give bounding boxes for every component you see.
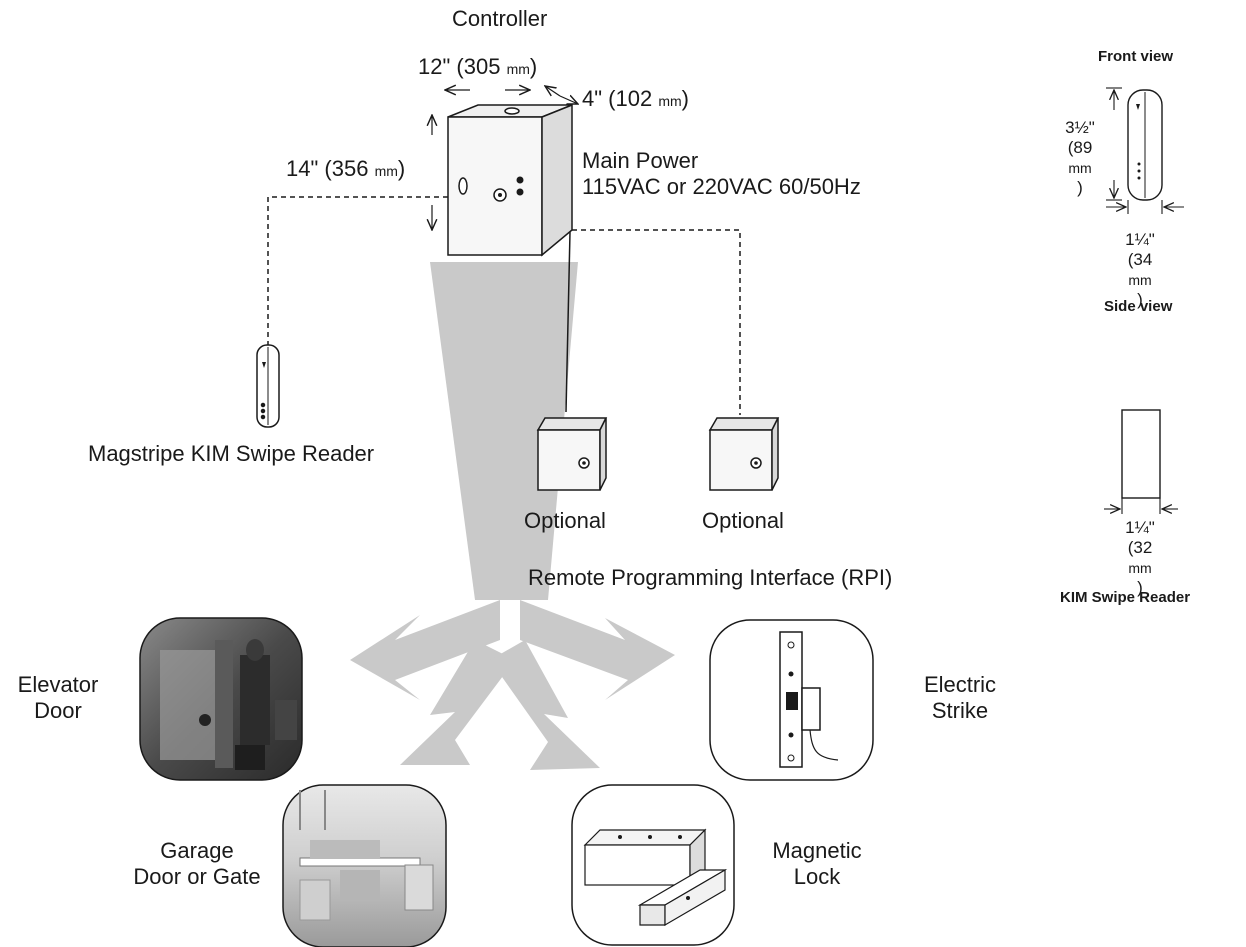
magnetic-lock-illustration [571,784,735,946]
side-view-width-dim: 1¼" (32 mm) [1125,518,1155,597]
electric-strike-illustration [709,619,874,781]
rpi-optional-2: Optional [702,508,784,533]
reader-wire [267,196,448,345]
reader-side-view [1121,409,1161,499]
front-view-dimension-arrows [1106,87,1184,214]
kim-swipe-reader-title: KIM Swipe Reader [1060,589,1191,606]
rpi-optional-1: Optional [524,508,606,533]
knockout-left [458,177,468,195]
side-view-dimension-arrows [1104,498,1178,514]
elevator-door-photo [139,617,303,781]
magnetic-lock-label: Magnetic Lock [772,838,862,889]
arrow-to-garage [400,640,515,765]
controller-width-dim: 12" (305 mm) [418,54,538,79]
controller-dimension-arrows [432,86,578,230]
rpi-box-2 [708,417,780,491]
elevator-door-label: Elevator Door [17,672,99,723]
flow-arrows [350,262,675,770]
side-view-title: Side view [1104,298,1173,315]
front-view-title: Front view [1098,48,1174,65]
main-power-label: Main Power 115VAC or 220VAC 60/50Hz [582,148,861,199]
cabinet-side [541,103,573,257]
rpi-1-wire [565,231,571,413]
electric-strike-label: Electric Strike [923,672,997,723]
wiring [267,196,741,415]
garage-gate-label: Garage Door or Gate [133,838,261,889]
front-view-depth-dim: 1¼" (34 mm) [1125,230,1155,309]
controller-cabinet [447,103,573,257]
arrow-to-elevator [350,600,500,700]
controller-height-dim: 14" (356 mm) [286,156,406,181]
funnel-shape [430,262,578,600]
controller-depth-dim: 4" (102 mm) [582,86,689,111]
rpi-box-1 [536,417,608,491]
led-2 [516,188,524,196]
reader-front-view [1127,89,1163,201]
rpi-2-wire [572,229,741,415]
arrow-to-strike [520,600,675,700]
garage-gate-photo [282,784,447,947]
front-view-height-dim: 3½" (89 mm) [1065,118,1095,197]
led-1 [516,176,524,184]
swipe-reader-device [256,344,280,428]
arrow-to-maglock [490,640,600,770]
knockout-top [504,107,520,115]
rpi-caption: Remote Programming Interface (RPI) [528,565,893,590]
controller-title: Controller [452,6,548,31]
swipe-reader-label: Magstripe KIM Swipe Reader [88,441,375,466]
